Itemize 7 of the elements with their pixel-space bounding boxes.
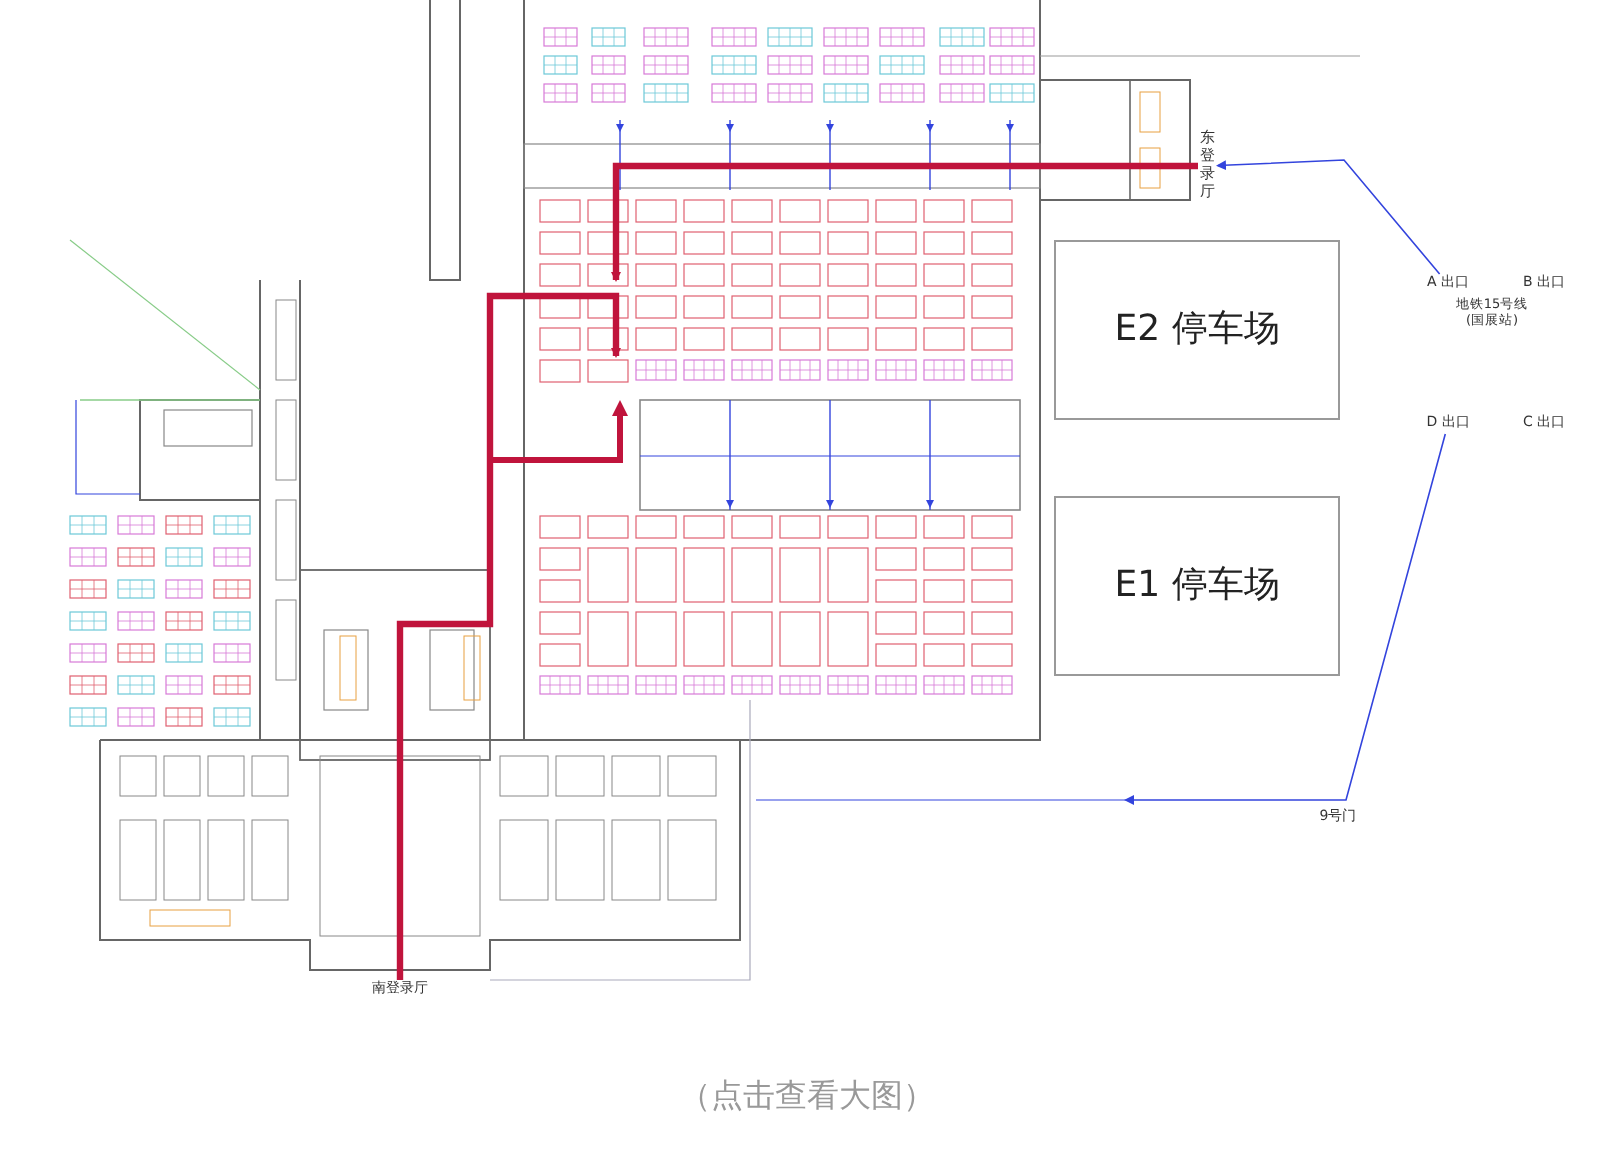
route-arrow [1124, 433, 1447, 805]
route-arrow [611, 162, 1198, 282]
route-arrow [396, 292, 621, 980]
caption-text: （点击查看大图） [677, 1076, 937, 1115]
parking-lot-box: E1 停车场 [1054, 496, 1340, 676]
route-arrow [1216, 159, 1441, 275]
parking-lot-box: E2 停车场 [1054, 240, 1340, 420]
